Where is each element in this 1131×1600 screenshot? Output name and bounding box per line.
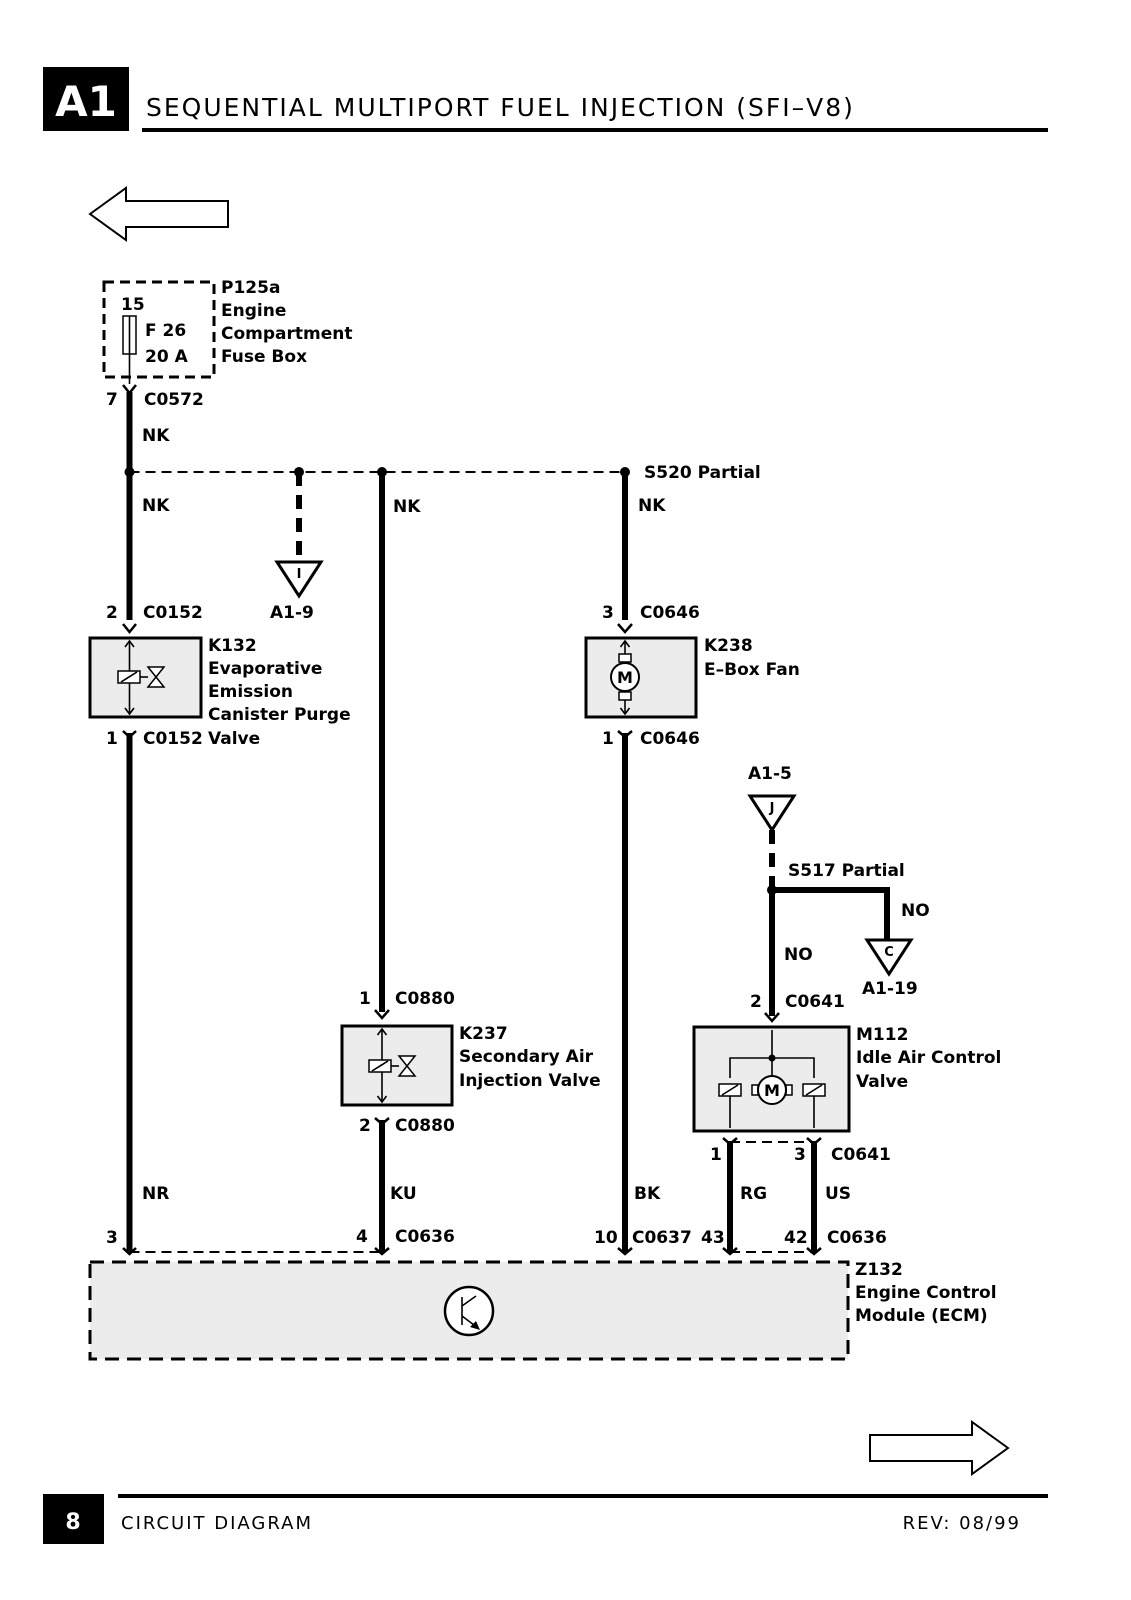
motor-symbol: M [764, 1081, 780, 1100]
ecm-pin-ku: 4 [356, 1227, 368, 1247]
component-k237-name-1: Secondary Air [459, 1047, 594, 1067]
component-k132-id: K132 [208, 636, 257, 656]
page-number-box [43, 1494, 104, 1544]
section-code: A1 [55, 77, 117, 126]
component-k132-name-1: Evaporative [208, 659, 322, 679]
reference-triangle-a1-5[interactable] [747, 794, 797, 833]
reference-letter-a1-19: C [884, 945, 894, 960]
reference-label-a1-19: A1-19 [862, 979, 918, 999]
connector-c0572-pin: 7 [106, 390, 118, 410]
ecm-connector-c0636-a: C0636 [395, 1227, 455, 1247]
wire-ku-label: KU [390, 1184, 417, 1204]
connector-c0641-top-mark [764, 1012, 780, 1023]
fuse-box-outline [102, 280, 216, 379]
component-k132-name-3: Canister Purge [208, 705, 351, 725]
splice-s517-label: S517 Partial [788, 861, 905, 881]
connector-c0880-top-pin: 1 [359, 989, 371, 1009]
fuse-box-id: P125a [221, 278, 280, 298]
page-number: 8 [65, 1510, 80, 1535]
component-k132-name-2: Emission [208, 682, 293, 702]
reference-triangle-a1-19[interactable] [864, 938, 914, 977]
component-z132-id: Z132 [855, 1260, 903, 1280]
connector-c0641-top-pin: 2 [750, 992, 762, 1012]
wire-nr-label: NR [142, 1184, 169, 1204]
fuse-box-name-2: Compartment [221, 324, 353, 344]
component-k238-id: K238 [704, 636, 753, 656]
connector-c0880-top-mark [374, 1009, 390, 1020]
connector-c0646-bottom-name: C0646 [640, 729, 700, 749]
wire-nk-right-label: NK [638, 496, 666, 516]
right-arrow-icon[interactable] [869, 1420, 1010, 1476]
connector-c0641-bottom-name: C0641 [831, 1145, 891, 1165]
wire-nk-left-label: NK [142, 496, 170, 516]
connector-c0572-mark [122, 384, 137, 395]
reference-label-a1-5: A1-5 [748, 764, 792, 784]
footer-left-text: CIRCUIT DIAGRAM [121, 1513, 313, 1534]
reference-triangle-a1-9[interactable] [274, 560, 324, 599]
component-k238[interactable] [584, 636, 698, 719]
component-z132-name-1: Engine Control [855, 1283, 997, 1303]
connector-c0646-top-pin: 3 [602, 603, 614, 623]
fuse-box-pin: 15 [121, 295, 145, 315]
connector-c0152-top-name: C0152 [143, 603, 203, 623]
wire-nk-mid-label: NK [393, 497, 421, 517]
motor-icon [610, 662, 640, 692]
footer-right-text: REV: 08/99 [903, 1513, 1021, 1534]
component-z132-name-2: Module (ECM) [855, 1306, 988, 1326]
valve-icon [397, 1055, 417, 1077]
reference-letter-a1-9: I [297, 567, 302, 582]
connector-c0646-top-name: C0646 [640, 603, 700, 623]
connector-c0641-bottom-pin-a: 1 [710, 1145, 722, 1165]
component-k132-name-4: Valve [208, 729, 260, 749]
wire-nk-top-label: NK [142, 426, 170, 446]
section-code-box [43, 67, 129, 131]
fuse-box-name-1: Engine [221, 301, 286, 321]
component-k237-id: K237 [459, 1024, 508, 1044]
reference-label-a1-9: A1-9 [270, 603, 314, 623]
connector-c0641-top-name: C0641 [785, 992, 845, 1012]
connector-c0880-top-name: C0880 [395, 989, 455, 1009]
fuse-rating: 20 A [145, 347, 189, 367]
motor-symbol: M [617, 668, 633, 687]
connector-c0641-bottom-pin-b: 3 [794, 1145, 806, 1165]
ecm-connector-c0636-b: C0636 [827, 1228, 887, 1248]
splice-s520-label: S520 Partial [644, 463, 761, 483]
fuse-box-name-3: Fuse Box [221, 347, 307, 367]
wire-us-label: US [825, 1184, 851, 1204]
connector-c0152-bottom-name: C0152 [143, 729, 203, 749]
connector-c0880-bottom-pin: 2 [359, 1116, 371, 1136]
connector-c0880-bottom-name: C0880 [395, 1116, 455, 1136]
connector-c0646-top-mark [617, 623, 633, 634]
ecm-pin-bk: 10 [594, 1228, 618, 1248]
wire-bk-label: BK [634, 1184, 661, 1204]
reference-letter-a1-5: J [769, 801, 775, 816]
ecm-pin-rg: 43 [701, 1228, 725, 1248]
connector-c0152-top-pin: 2 [106, 603, 118, 623]
fuse-number: F 26 [145, 321, 186, 341]
left-arrow-icon[interactable] [88, 186, 229, 242]
transistor-icon [443, 1285, 495, 1337]
ecm-pin-us: 42 [784, 1228, 808, 1248]
wire-no-vertical-label: NO [784, 945, 813, 965]
connector-c0572-name: C0572 [144, 390, 204, 410]
motor-icon [757, 1075, 787, 1105]
connector-c0646-bottom-pin: 1 [602, 729, 614, 749]
connector-c0152-top-mark [122, 623, 137, 634]
wire-no-branch-label: NO [901, 901, 930, 921]
wire-rg-label: RG [740, 1184, 767, 1204]
component-m112-name-1: Idle Air Control [856, 1048, 1001, 1068]
connector-c0152-bottom-pin: 1 [106, 729, 118, 749]
component-k238-name-1: E–Box Fan [704, 660, 800, 680]
ecm-connector-marks [122, 1247, 822, 1256]
ecm-pin-nr: 3 [106, 1228, 118, 1248]
page-title: SEQUENTIAL MULTIPORT FUEL INJECTION (SFI… [146, 93, 855, 122]
component-m112-name-2: Valve [856, 1072, 908, 1092]
valve-icon [146, 666, 166, 688]
ecm-connector-c0637: C0637 [632, 1228, 692, 1248]
component-k237-name-2: Injection Valve [459, 1071, 601, 1091]
component-m112-id: M112 [856, 1025, 908, 1045]
